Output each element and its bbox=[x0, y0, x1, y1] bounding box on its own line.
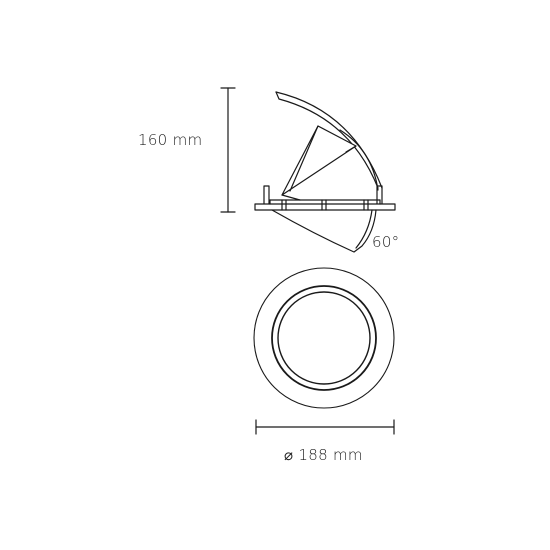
side-view-luminaire bbox=[255, 92, 395, 252]
inner-bezel-ring bbox=[272, 286, 376, 390]
height-dimension-label: 160 mm bbox=[138, 131, 203, 149]
tilt-angle-label: 60° bbox=[372, 233, 400, 251]
diameter-dimension-label: ⌀ 188 mm bbox=[284, 446, 363, 464]
lens-ring bbox=[278, 292, 370, 384]
height-dimension-line bbox=[221, 88, 235, 212]
front-view-luminaire bbox=[254, 268, 394, 408]
outer-trim-ring bbox=[254, 268, 394, 408]
diameter-dimension-line bbox=[256, 420, 394, 434]
